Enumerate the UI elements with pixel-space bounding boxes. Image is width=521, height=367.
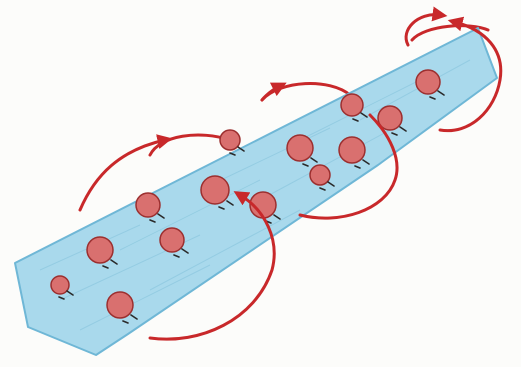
stream-illustration — [0, 0, 521, 367]
